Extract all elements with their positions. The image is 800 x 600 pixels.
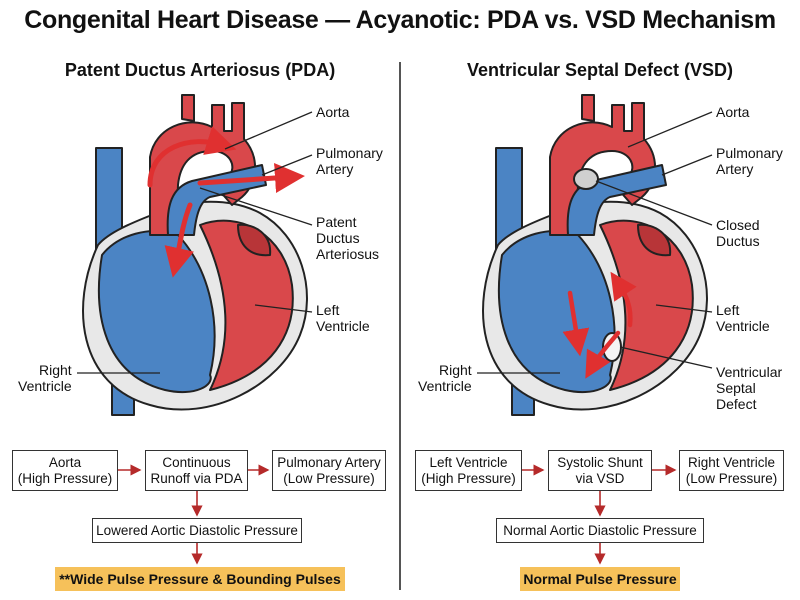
pda-label-aorta: Aorta [316, 104, 350, 120]
pda-flow-effect: Lowered Aortic Diastolic Pressure [92, 518, 302, 543]
vsd-heart-illustration [477, 94, 713, 416]
pda-heading: Patent Ductus Arteriosus (PDA) [64, 60, 336, 80]
pda-heart-illustration [77, 94, 313, 416]
vsd-left-atrium [637, 223, 672, 257]
pda-flow-target: Pulmonary Artery(Low Pressure) [272, 450, 386, 491]
vsd-closed-ductus [573, 168, 599, 190]
vsd-flow-effect: Normal Aortic Diastolic Pressure [496, 518, 704, 543]
pda-left-atrium [237, 223, 272, 257]
vsd-flow-outcome: Normal Pulse Pressure [520, 567, 680, 591]
vsd-arch-branch [581, 94, 595, 122]
pda-arch-branch [181, 94, 195, 122]
vsd-flow-source: Left Ventricle(High Pressure) [415, 450, 522, 491]
vsd-heading: Ventricular Septal Defect (VSD) [466, 60, 734, 80]
pda-flow-source: Aorta(High Pressure) [12, 450, 118, 491]
panel-divider [399, 62, 401, 590]
page-title: Congenital Heart Disease — Acyanotic: PD… [24, 6, 776, 34]
vsd-label-aorta: Aorta [716, 104, 750, 120]
vsd-flow-target: Right Ventricle(Low Pressure) [679, 450, 784, 491]
pda-flow-outcome: **Wide Pulse Pressure & Bounding Pulses [55, 567, 345, 591]
